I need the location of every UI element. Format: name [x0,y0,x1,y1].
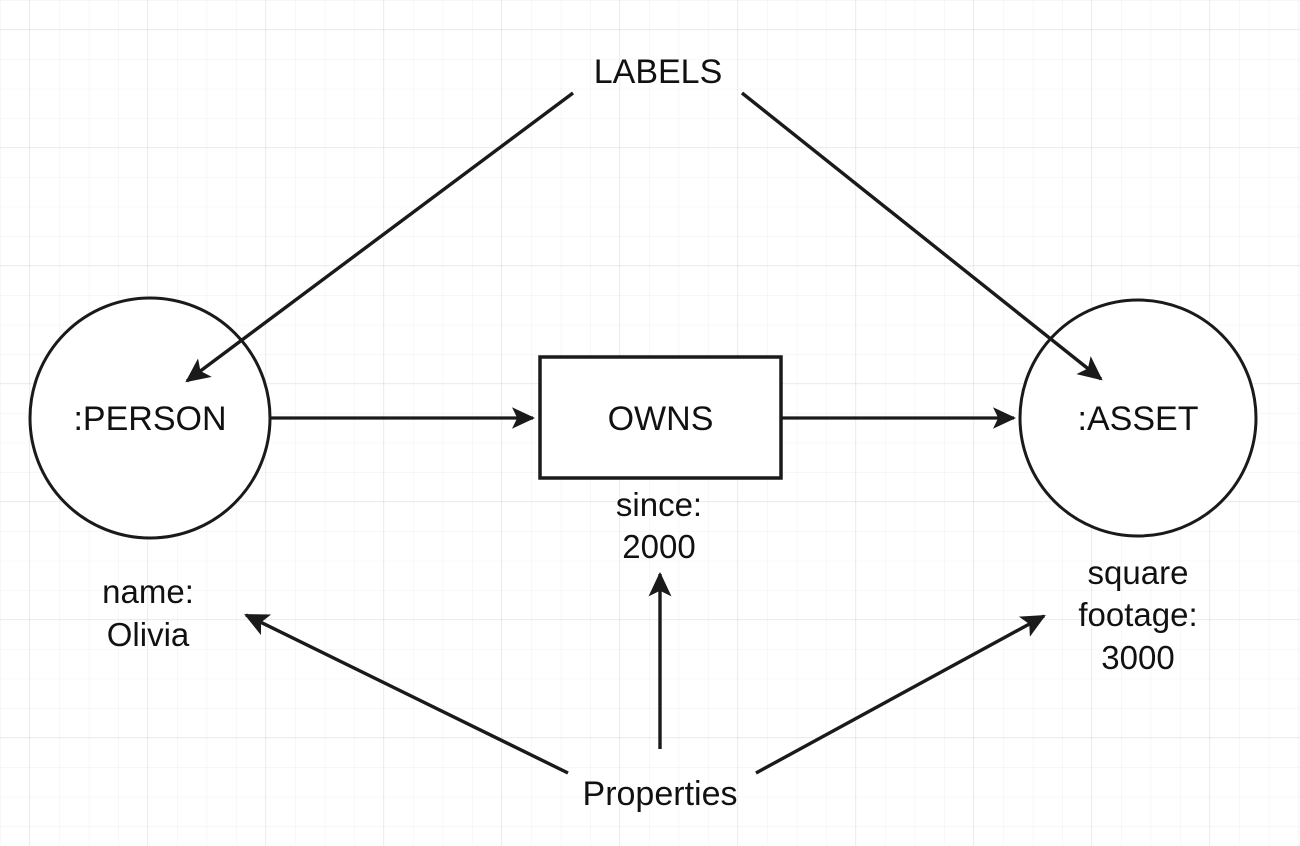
edge-properties-to-person-props [244,613,569,775]
edge-labels-to-person [185,91,575,383]
node-owns-rect[interactable] [538,355,783,480]
node-person-circle[interactable] [28,296,272,540]
node-asset-circle[interactable] [1018,298,1258,538]
edge-labels-to-asset [740,91,1103,381]
edge-properties-to-asset-props [755,614,1046,775]
